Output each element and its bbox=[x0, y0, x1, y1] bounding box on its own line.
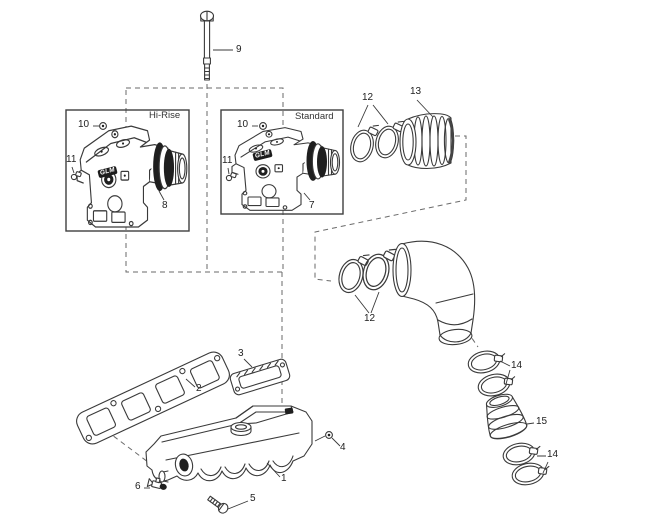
callout-8: 8 bbox=[162, 200, 168, 211]
mounting-bolt-9 bbox=[199, 10, 215, 81]
callout-11-standard: 11 bbox=[222, 155, 233, 166]
callout-12-upper: 12 bbox=[362, 92, 374, 103]
callout-14-upper: 14 bbox=[511, 360, 523, 371]
restrictor-gasket-3 bbox=[229, 358, 291, 396]
callout-14-lower: 14 bbox=[547, 449, 559, 460]
hose-clamps-12-upper bbox=[346, 115, 406, 166]
screw-10-hi-rise bbox=[99, 122, 107, 130]
callout-6: 6 bbox=[135, 481, 141, 492]
hi-rise-option-box bbox=[65, 109, 190, 232]
hi-rise-riser-drawing bbox=[76, 125, 188, 228]
callout-leader-lines bbox=[71, 49, 549, 510]
standard-riser-drawing bbox=[231, 127, 341, 211]
callout-15: 15 bbox=[536, 416, 548, 427]
hose-clamps-14-lower bbox=[500, 438, 553, 489]
fitting-6 bbox=[146, 477, 167, 490]
bellows-hose-13 bbox=[399, 113, 455, 170]
hi-rise-label: Hi-Rise bbox=[149, 110, 181, 121]
callout-10-hi-rise: 10 bbox=[78, 119, 90, 130]
callout-4: 4 bbox=[340, 442, 346, 453]
callout-10-standard: 10 bbox=[237, 119, 249, 130]
stud-11-standard bbox=[225, 172, 237, 182]
standard-label: Standard bbox=[295, 111, 334, 122]
callout-1: 1 bbox=[281, 473, 287, 484]
bellows-hose-15 bbox=[485, 393, 528, 440]
callout-11-hi-rise: 11 bbox=[66, 154, 77, 165]
exhaust-elbow-pipe bbox=[392, 240, 476, 346]
callout-2: 2 bbox=[196, 383, 202, 394]
plug-4 bbox=[325, 431, 333, 439]
callout-9: 9 bbox=[236, 44, 242, 55]
screw-10-standard bbox=[259, 122, 267, 130]
standard-option-box bbox=[220, 109, 344, 215]
callout-13: 13 bbox=[410, 86, 422, 97]
manifold-gasket-2 bbox=[76, 351, 230, 445]
bolt-5 bbox=[207, 495, 229, 514]
stud-11-hi-rise bbox=[70, 171, 82, 181]
callout-7: 7 bbox=[309, 200, 315, 211]
callout-3: 3 bbox=[238, 348, 244, 359]
hose-clamps-14-upper bbox=[465, 345, 519, 400]
hose-clamps-12-mid bbox=[334, 241, 398, 297]
callout-12-mid: 12 bbox=[364, 313, 376, 324]
callout-5: 5 bbox=[250, 493, 256, 504]
exhaust-manifold-1 bbox=[145, 405, 313, 483]
